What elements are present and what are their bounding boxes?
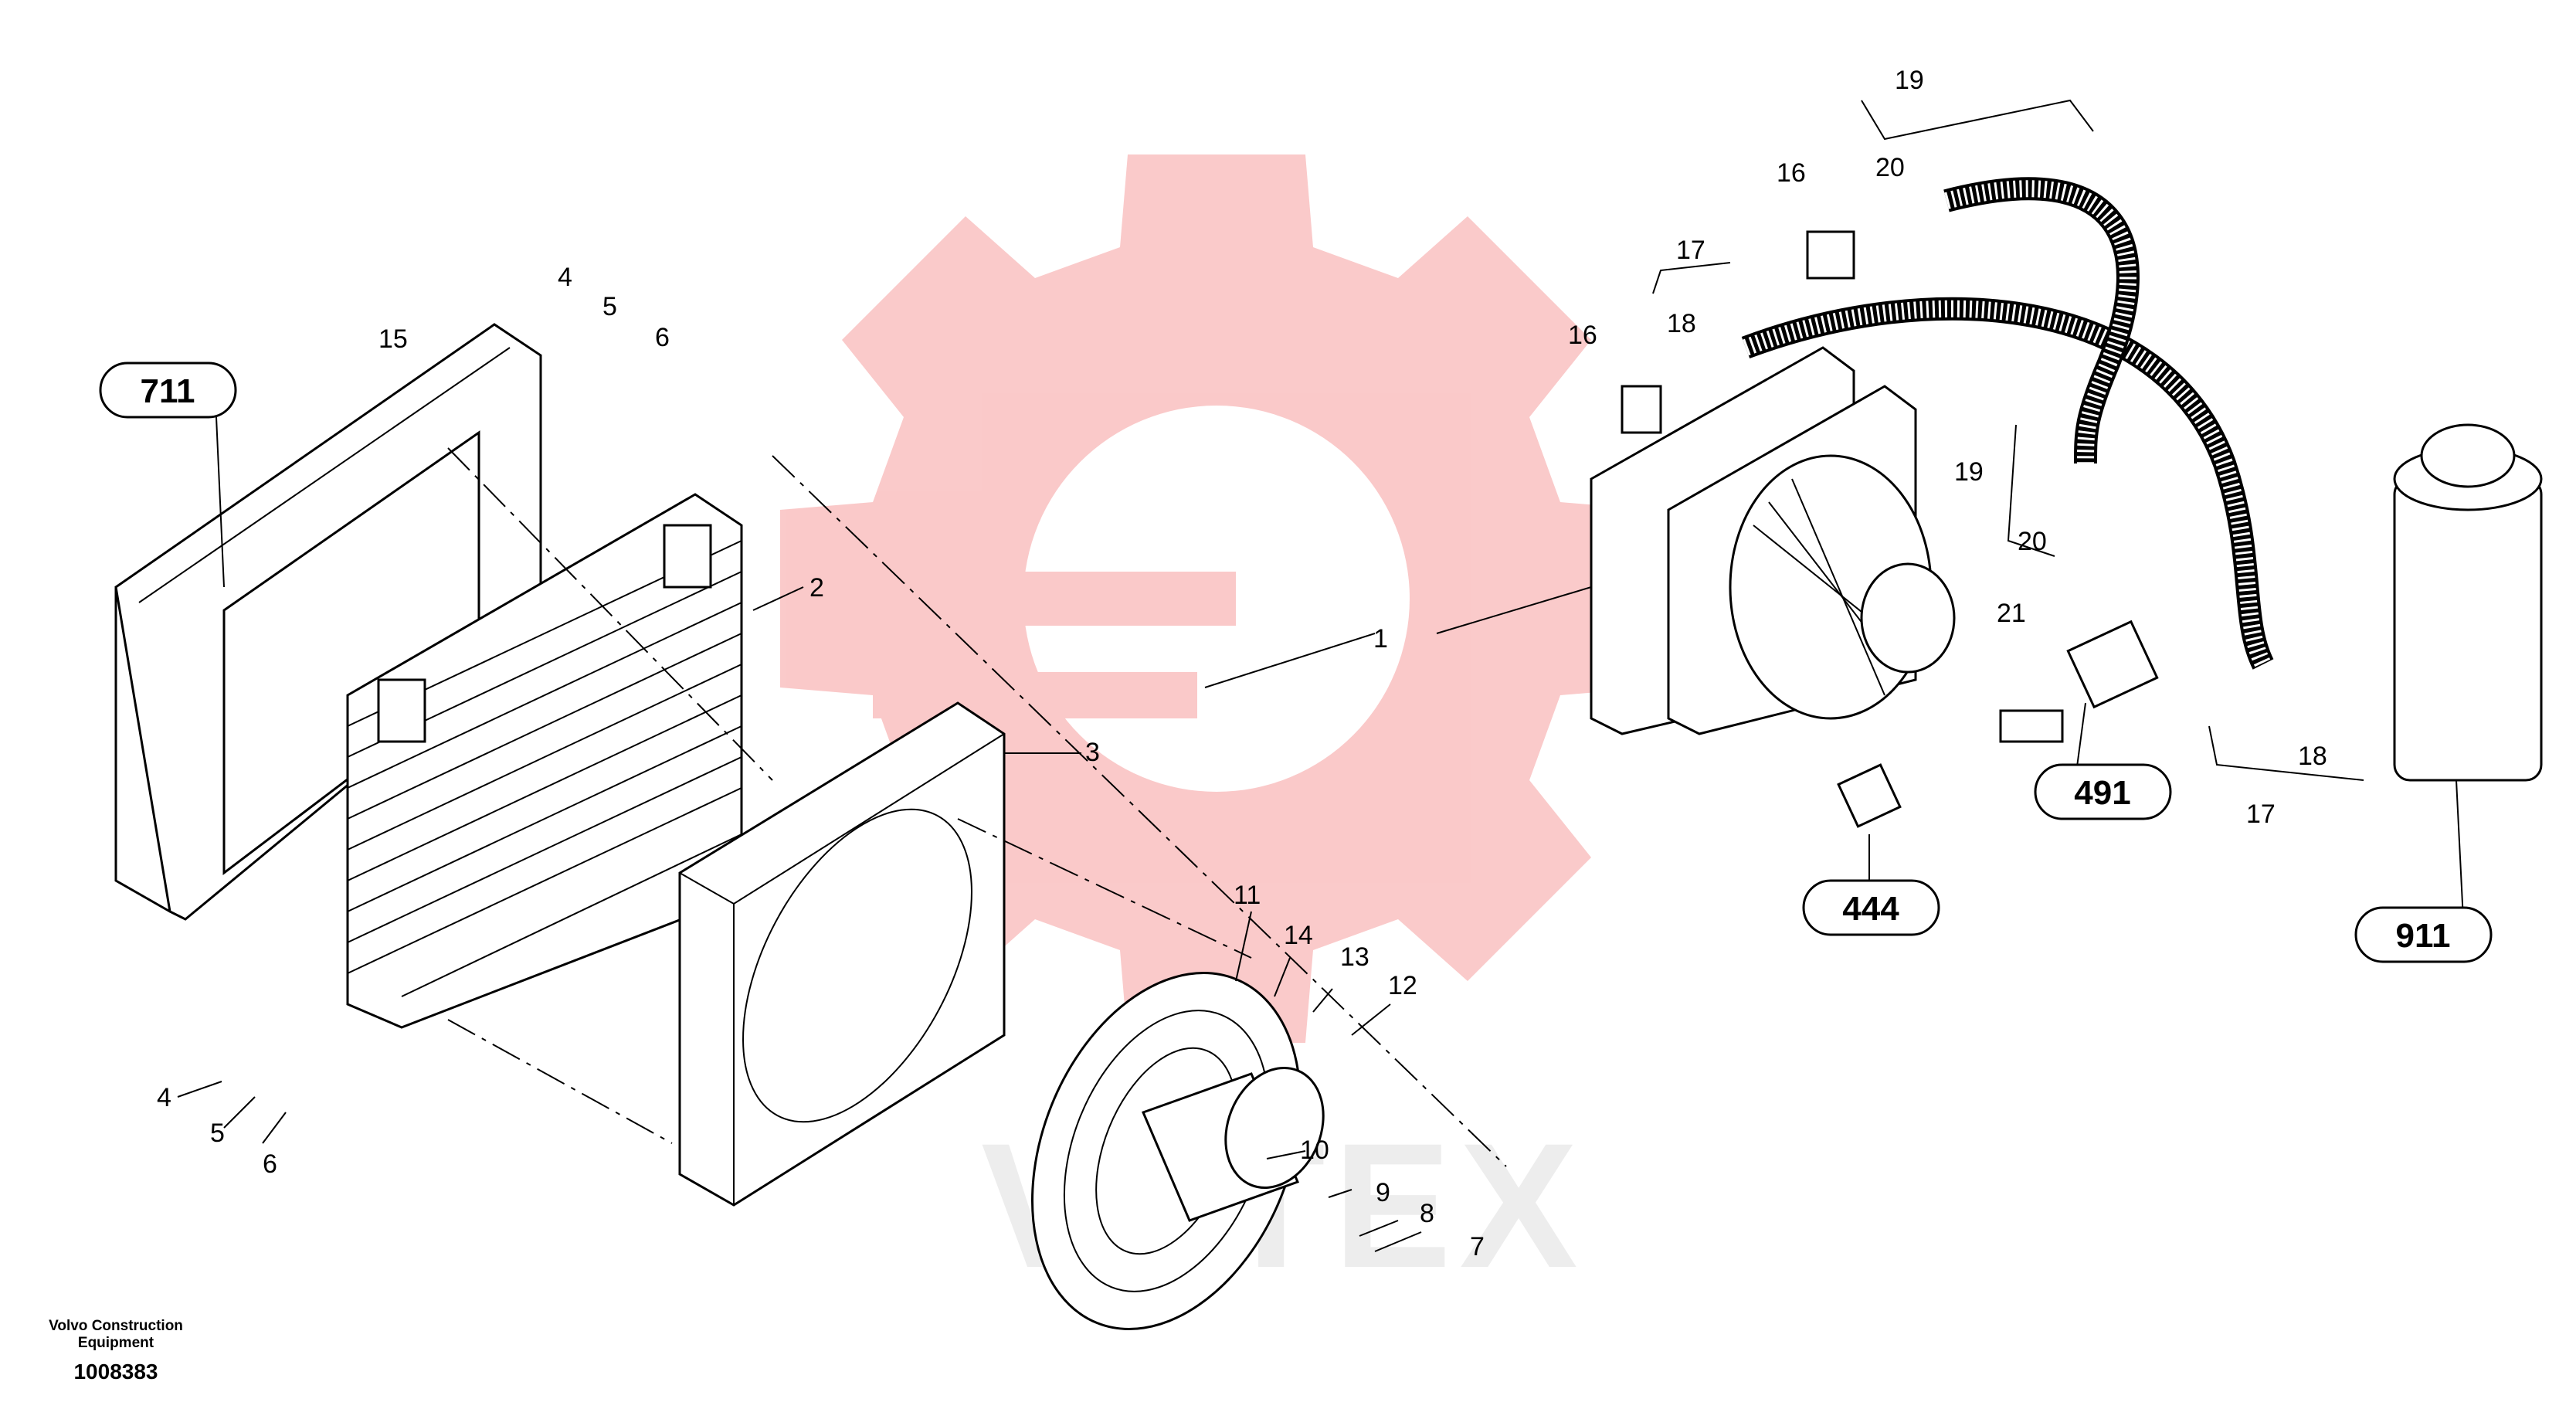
callout-16-left: 16	[1568, 321, 1597, 350]
callout-17-right: 17	[2246, 800, 2276, 829]
callout-16-top: 16	[1777, 158, 1806, 188]
company-name: Volvo Construction Equipment	[49, 1318, 183, 1351]
callout-4-bottom: 4	[157, 1083, 171, 1112]
reference-711: 711	[99, 362, 237, 419]
callout-6-top: 6	[655, 323, 670, 352]
fan-assembly	[1031, 972, 1325, 1330]
callout-5-bottom: 5	[210, 1119, 225, 1148]
callout-17-top: 17	[1676, 236, 1705, 265]
callout-9: 9	[1376, 1178, 1390, 1207]
callout-5-top: 5	[602, 292, 617, 321]
svg-text:444: 444	[1842, 890, 1899, 928]
svg-text:491: 491	[2074, 774, 2130, 812]
fan-shroud	[678, 701, 1006, 1207]
radiator-core	[346, 493, 743, 1029]
callout-13: 13	[1340, 942, 1369, 972]
callout-20-top: 20	[1875, 153, 1905, 182]
callout-15: 15	[378, 324, 408, 354]
callout-21: 21	[1997, 599, 2026, 628]
callout-19-top: 19	[1895, 66, 1924, 95]
callout-1: 1	[1373, 624, 1388, 654]
callout-11: 11	[1234, 881, 1261, 910]
callout-18-top: 18	[1667, 309, 1696, 338]
callout-2: 2	[809, 573, 824, 603]
hoses	[1741, 177, 2274, 670]
callout-numbers: 1 2 3 4 5 6 4 5 6 7 8 9 10 11 12 13 14 1…	[157, 66, 2327, 1261]
watermark-gear-hole	[1023, 406, 1410, 792]
alignment-lines	[447, 447, 1507, 1167]
callout-19-mid: 19	[1954, 457, 1984, 487]
drawing-credit: Volvo Construction Equipment 1008383	[23, 1318, 209, 1384]
watermark-bar-1	[834, 572, 1236, 626]
small-parts	[1621, 230, 2159, 828]
callout-14: 14	[1284, 921, 1313, 950]
svg-text:911: 911	[2396, 917, 2451, 955]
callout-18-right: 18	[2298, 742, 2327, 771]
callout-10: 10	[1300, 1136, 1329, 1165]
callout-4-top: 4	[558, 263, 572, 292]
drawing-number: 1008383	[73, 1360, 158, 1384]
callout-7: 7	[1470, 1232, 1485, 1261]
callout-3: 3	[1085, 738, 1100, 767]
cooler-assembly	[1590, 346, 1956, 735]
callout-6-bottom: 6	[263, 1149, 277, 1179]
reference-911: 911	[2354, 906, 2493, 963]
accumulator	[2393, 423, 2543, 782]
callout-12: 12	[1388, 971, 1417, 1000]
reference-491: 491	[2034, 763, 2172, 820]
svg-text:711: 711	[141, 372, 195, 410]
callout-20-mid: 20	[2018, 527, 2047, 556]
callout-8: 8	[1420, 1199, 1434, 1228]
leader-lines	[177, 99, 2465, 1252]
watermark-bar-2	[873, 672, 1197, 718]
reference-444: 444	[1802, 879, 1940, 936]
